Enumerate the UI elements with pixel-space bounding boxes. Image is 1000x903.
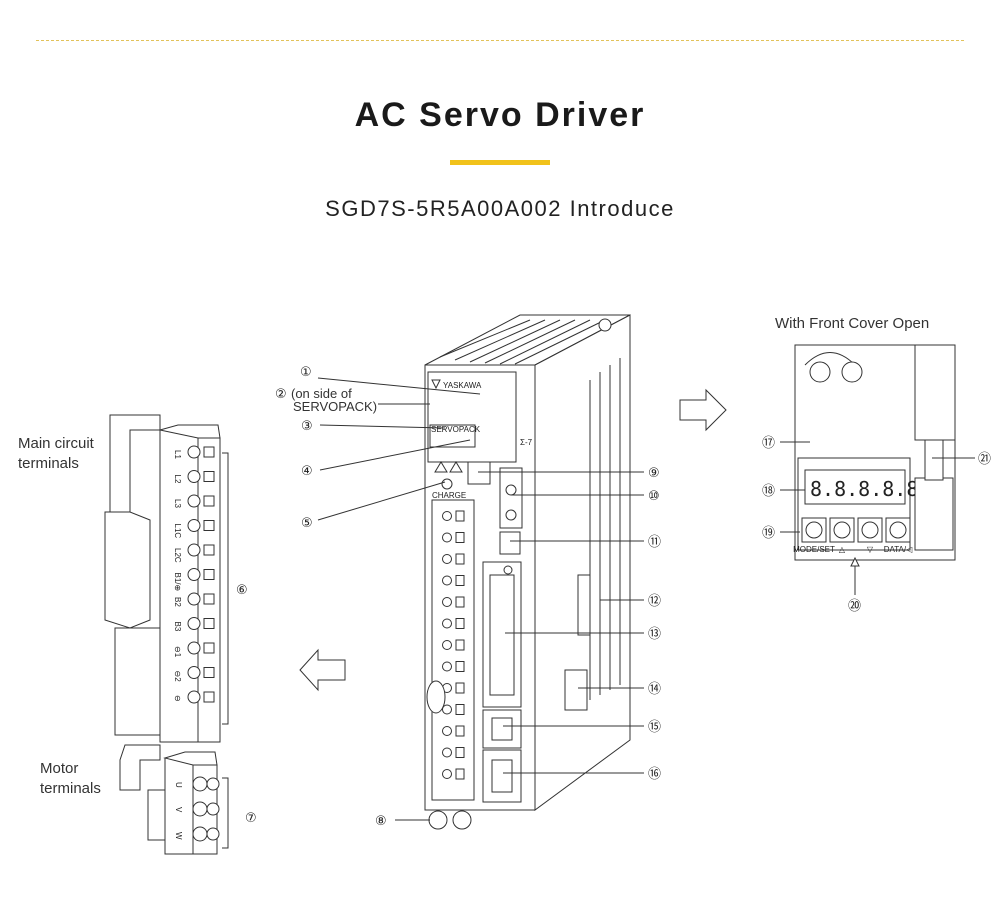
main-terminal-0: L1 <box>173 445 215 459</box>
unit-terminal-5 <box>442 618 465 629</box>
unit-terminal-3 <box>442 575 465 586</box>
main-terminal-3: L1C <box>173 519 215 539</box>
top-dashed-divider <box>36 40 964 41</box>
led-display: 8.8.8.8.8. <box>810 477 930 501</box>
panel-button-2: ▽ <box>857 517 883 554</box>
motor-terminal-label: U <box>174 782 183 788</box>
main-terminal-6: B2 <box>173 592 215 607</box>
motor-terminal-block: U V W <box>119 744 229 855</box>
callout-16: ⑯ <box>648 767 661 782</box>
callout-13: ⑬ <box>648 627 661 642</box>
callout-7: ⑦ <box>245 811 257 826</box>
motor-terminal-u: U <box>174 776 220 792</box>
main-circuit-label-line2: terminals <box>18 455 79 472</box>
main-terminal-1: L2 <box>173 470 215 484</box>
panel-button-label: △ <box>839 545 846 554</box>
callout-20: ⑳ <box>848 599 861 614</box>
callout-2: ② <box>275 387 287 402</box>
panel-button-label: DATA/◁ <box>884 545 913 554</box>
main-terminal-label: L2 <box>173 475 182 484</box>
callout-3: ③ <box>301 419 313 434</box>
main-terminal-4: L2C <box>173 543 215 563</box>
main-terminal-5: B1/⊕ <box>173 568 215 592</box>
callout-11: ⑪ <box>648 535 661 550</box>
motor-terminal-v: V <box>174 801 220 817</box>
main-terminal-label: L1C <box>173 524 182 539</box>
main-terminal-label: B2 <box>173 597 182 607</box>
callout-15: ⑮ <box>648 720 661 735</box>
callout-17: ⑰ <box>762 436 775 451</box>
servopack-unit: YASKAWA SERVOPACK Σ-7 CHARGE <box>424 314 631 830</box>
yaskawa-logo-icon <box>431 379 441 390</box>
motor-label-line2: terminals <box>40 780 101 797</box>
main-terminal-2: L3 <box>173 494 215 508</box>
unit-terminal-6 <box>442 639 465 651</box>
callout-2-note-line2: SERVOPACK) <box>293 399 377 414</box>
callout-14: ⑭ <box>648 682 661 697</box>
front-cover-panel: 8.8.8.8.8. MODE/SET △ ▽ DATA/◁ <box>793 344 956 561</box>
callout-8: ⑧ <box>375 814 387 829</box>
callout-1: ① <box>300 365 312 380</box>
main-terminal-10: ⊖ <box>173 690 215 704</box>
main-terminal-8: ⊖1 <box>173 641 215 658</box>
charge-label: CHARGE <box>432 491 466 500</box>
motor-terminal-w: W <box>174 826 220 842</box>
motor-terminal-label: W <box>174 832 183 840</box>
main-terminal-label: L2C <box>173 548 182 563</box>
callout-18: ⑱ <box>762 484 775 499</box>
unit-terminal-9 <box>442 704 465 715</box>
panel-button-label: ▽ <box>867 545 874 554</box>
callout-5: ⑤ <box>301 516 313 531</box>
unit-terminal-7 <box>442 661 465 672</box>
main-terminal-label: L1 <box>173 450 182 459</box>
main-terminal-label: B1/⊕ <box>173 573 182 592</box>
main-terminal-label: ⊖2 <box>173 671 182 683</box>
unit-terminal-2 <box>442 553 465 565</box>
sigma-label: Σ-7 <box>520 438 533 447</box>
main-terminal-label: L3 <box>173 499 182 508</box>
callout-4: ④ <box>301 464 313 479</box>
callout-21: ㉑ <box>978 452 991 467</box>
right-arrow-icon <box>679 388 727 432</box>
unit-terminal-1 <box>442 532 465 543</box>
panel-button-label: MODE/SET <box>793 545 835 554</box>
main-terminal-label: B3 <box>173 622 182 632</box>
page-title: AC Servo Driver <box>354 96 646 134</box>
callout-10: ⑩ <box>648 489 660 504</box>
callout-9: ⑨ <box>648 466 660 481</box>
unit-terminal-12 <box>442 768 465 780</box>
callout-6: ⑥ <box>236 583 248 598</box>
main-terminal-label: ⊖ <box>173 695 182 702</box>
main-terminal-7: B3 <box>173 617 215 632</box>
callout-leader-lines <box>317 377 644 821</box>
unit-terminal-10 <box>442 725 465 737</box>
callout-19: ⑲ <box>762 526 775 541</box>
callout-12: ⑫ <box>648 594 661 609</box>
model-plate-label: SERVOPACK <box>431 425 481 434</box>
panel-button-1: △ <box>829 517 855 554</box>
unit-terminal-4 <box>442 596 465 608</box>
title-underline <box>450 160 550 165</box>
page-subtitle: SGD7S-5R5A00A002 Introduce <box>325 196 675 221</box>
unit-terminal-11 <box>442 747 465 758</box>
main-terminal-9: ⊖2 <box>173 666 215 683</box>
motor-label-line1: Motor <box>40 760 78 777</box>
main-terminal-label: ⊖1 <box>173 646 182 658</box>
motor-terminal-label: V <box>174 807 183 813</box>
main-circuit-label-line1: Main circuit <box>18 435 95 452</box>
brand-label: YASKAWA <box>443 381 482 390</box>
callout-2-note-line1: (on side of <box>291 386 352 401</box>
panel-button-0: MODE/SET <box>793 517 835 554</box>
left-arrow-icon <box>299 648 346 692</box>
unit-terminal-0 <box>442 510 465 522</box>
panel-button-3: DATA/◁ <box>884 517 913 554</box>
front-cover-label: With Front Cover Open <box>775 315 929 332</box>
